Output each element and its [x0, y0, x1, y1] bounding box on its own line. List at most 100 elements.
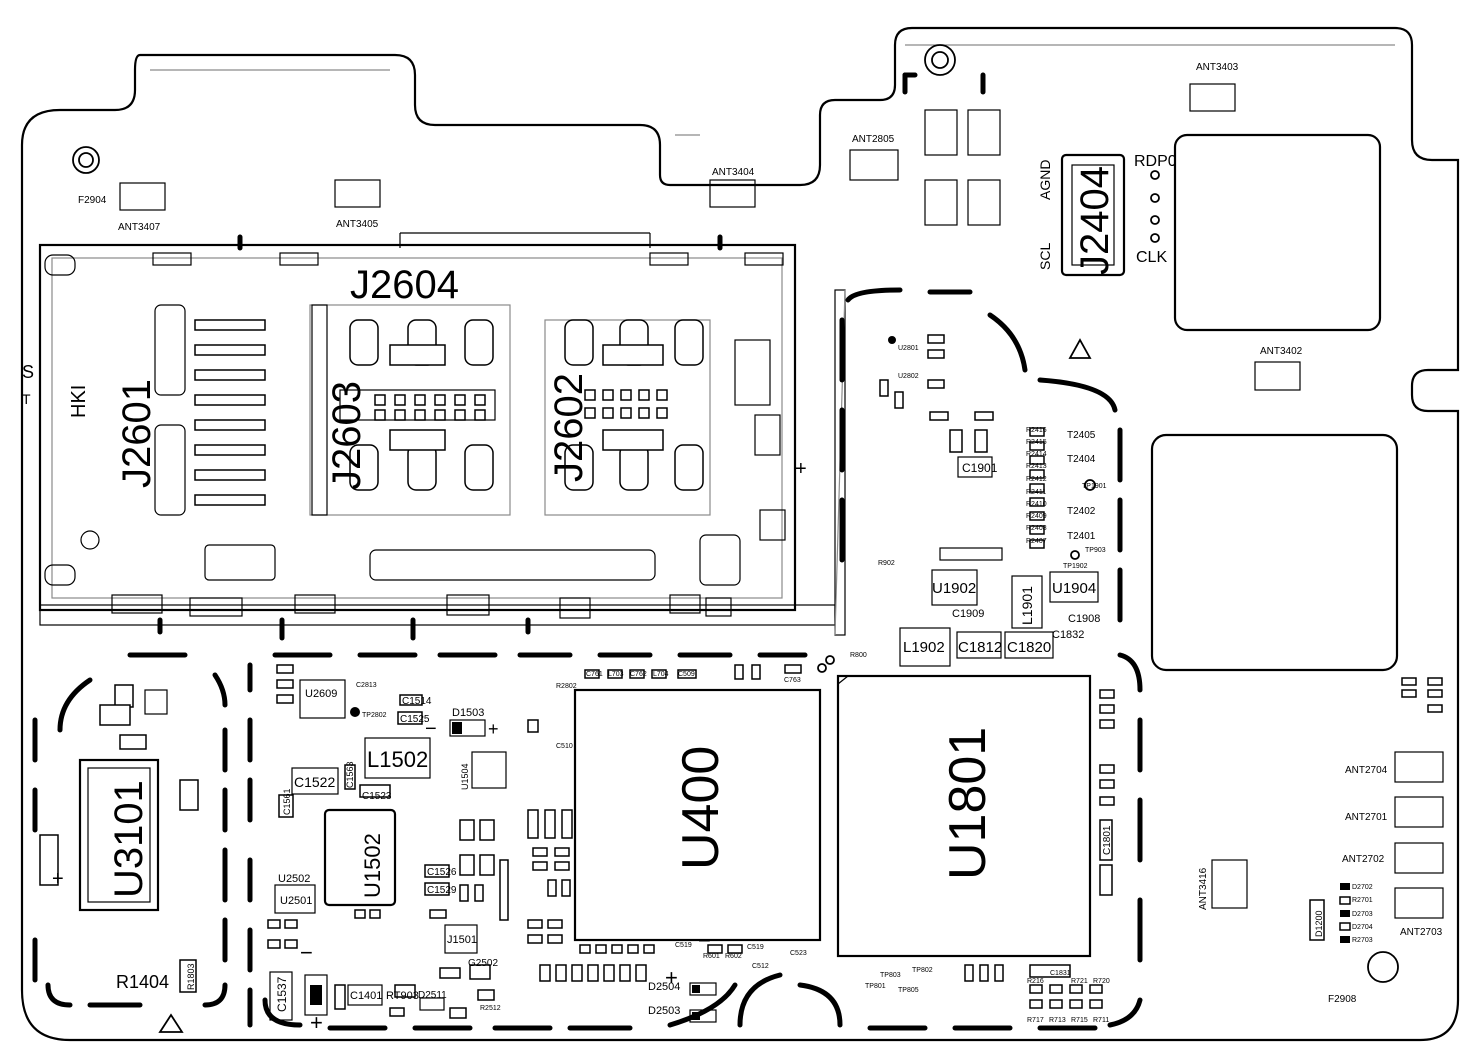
d2504-diode	[689, 982, 717, 996]
d2503-fill	[692, 1012, 700, 1020]
label-r2414: R2414	[1026, 451, 1047, 458]
mount-hole	[1367, 951, 1399, 983]
label-c763: C763	[784, 677, 801, 684]
u2501-chip	[274, 884, 316, 914]
label-u2802: U2802	[898, 373, 919, 380]
label-c1563: C1563	[345, 761, 355, 788]
label-ant3407: ANT3407	[118, 222, 161, 233]
label-c1831: C1831	[1050, 970, 1071, 977]
u1502-chip	[323, 808, 397, 907]
label-u3101: U3101	[107, 780, 151, 898]
label-f2908: F2908	[1328, 994, 1357, 1005]
label-tp801: TP801	[865, 983, 886, 990]
label-tp1902: TP1902	[1063, 563, 1088, 570]
label-l704: L704	[653, 671, 669, 678]
label-ant2704: ANT2704	[1345, 765, 1388, 776]
label-tp1901: TP1901	[1082, 483, 1107, 490]
via	[817, 663, 827, 673]
label-c523: C523	[790, 950, 807, 957]
mount-hole-inner	[78, 152, 94, 168]
label-minus-3: −	[425, 718, 437, 740]
label-minus-1: −	[698, 928, 711, 953]
j2404-connector	[1060, 153, 1126, 277]
via	[1150, 170, 1160, 180]
label-ant3416: ANT3416	[1198, 867, 1209, 910]
label-minus-2: −	[300, 940, 313, 965]
label-r2408: R2408	[1026, 525, 1047, 532]
label-u1801: U1801	[939, 727, 997, 880]
label-r1404: R1404	[116, 972, 169, 992]
label-ant3402: ANT3402	[1260, 346, 1303, 357]
label-tp803: TP803	[880, 972, 901, 979]
label-t2402: T2402	[1067, 506, 1096, 517]
label-l1901: L1901	[1019, 586, 1035, 625]
label-r2407: R2407	[1026, 538, 1047, 545]
label-c1832: C1832	[1052, 629, 1084, 641]
label-d2511: D2511	[418, 990, 447, 1001]
label-ant2805: ANT2805	[852, 134, 895, 145]
label-r721: R721	[1071, 978, 1088, 985]
label-u2501: U2501	[280, 895, 312, 907]
rf-clips	[849, 72, 1001, 226]
label-j2602: J2602	[547, 373, 591, 482]
label-t-mark: T	[22, 391, 31, 407]
small-passives	[39, 334, 1443, 1019]
label-r800: R800	[850, 652, 867, 659]
label-c1523: C1523	[362, 791, 392, 802]
label-c1537: C1537	[275, 976, 289, 1012]
d1503-diode-fill	[452, 722, 462, 734]
label-d2504: D2504	[648, 981, 680, 993]
j1501-part	[444, 924, 478, 954]
label-c762: C762	[630, 671, 647, 678]
label-c1514: C1514	[402, 696, 432, 707]
label-tp2802: TP2802	[362, 712, 387, 719]
via	[1084, 479, 1096, 491]
label-u1502: U1502	[360, 833, 385, 898]
label-u1904: U1904	[1052, 580, 1096, 597]
shield-panel-right	[1150, 433, 1399, 672]
label-r713: R713	[1049, 1017, 1066, 1024]
label-rt903: RT903	[386, 990, 419, 1002]
label-j2404: J2404	[1073, 166, 1117, 275]
sim-contact-grid-j2602	[564, 319, 704, 491]
label-j1501: J1501	[447, 934, 477, 946]
u400-chip	[573, 688, 822, 942]
triangle-marker	[158, 1013, 184, 1033]
label-c512: C512	[752, 963, 769, 970]
u3101-chip	[78, 758, 160, 912]
via	[825, 655, 835, 665]
c1901-cap	[957, 456, 993, 478]
label-scl: SCL	[1037, 243, 1053, 270]
c1812-cap	[956, 631, 1002, 659]
label-c1525: C1525	[400, 714, 430, 725]
label-d1503: D1503	[452, 707, 484, 719]
c1401-cap	[347, 984, 383, 1006]
via	[888, 336, 896, 344]
c1820-cap	[1004, 631, 1054, 659]
label-r2409: R2409	[1026, 513, 1047, 520]
label-r1803: R1803	[186, 963, 196, 990]
mount-hole	[72, 146, 100, 174]
l1902-inductor	[899, 627, 951, 667]
label-d1200: D1200	[1314, 910, 1324, 937]
label-c519b: C519	[747, 944, 764, 951]
label-t2405: T2405	[1067, 430, 1096, 441]
label-c519a: C519	[675, 942, 692, 949]
label-clk: CLK	[1136, 249, 1167, 266]
label-l703: L703	[608, 671, 624, 678]
label-c1561: C1561	[282, 788, 292, 815]
label-r2410: R2410	[1026, 501, 1047, 508]
u2609-chip	[299, 679, 346, 719]
u1801-chip	[836, 674, 1092, 958]
label-c1909: C1909	[952, 608, 984, 620]
label-ant2702: ANT2702	[1342, 854, 1385, 865]
mount-hole-inner	[931, 51, 949, 69]
label-c1908: C1908	[1068, 613, 1100, 625]
sim-contact-grid-j2603	[339, 319, 496, 491]
label-r711: R711	[1093, 1017, 1109, 1024]
label-c1801: C1801	[1102, 825, 1113, 855]
label-plus-1: +	[488, 719, 499, 739]
label-f2904: F2904	[78, 195, 107, 206]
u1504-chip	[471, 751, 507, 789]
